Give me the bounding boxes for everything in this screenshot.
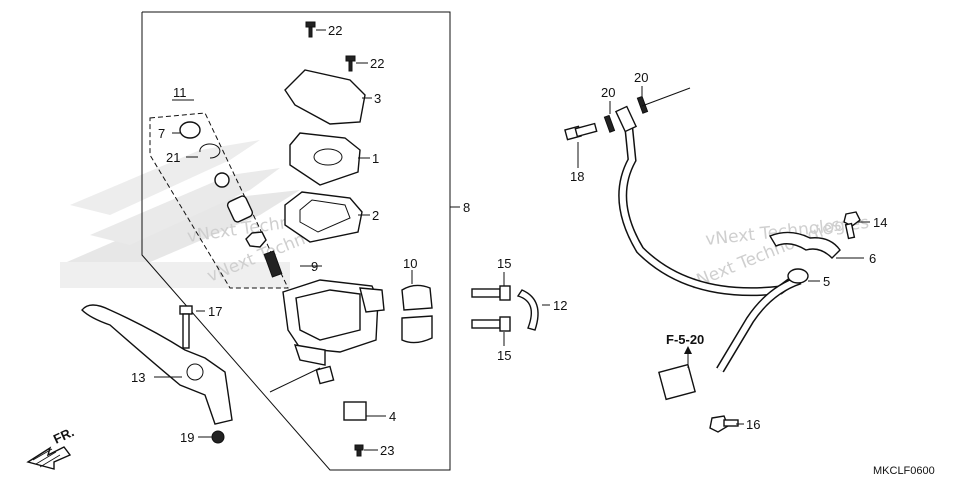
diaphragm-hole <box>313 148 343 166</box>
hose-fitting-bottom <box>658 363 696 401</box>
callout-21: 21 <box>166 150 180 165</box>
washer <box>214 172 230 188</box>
washer-20-b <box>636 95 649 114</box>
callout-2: 2 <box>372 208 379 223</box>
callout-16: 16 <box>746 417 760 432</box>
callout-11: 11 <box>173 85 187 100</box>
assembly-frame-11 <box>149 112 289 289</box>
circlip-21 <box>199 143 221 159</box>
callout-22-second: 22 <box>370 56 384 71</box>
bolt-17 <box>179 305 193 349</box>
nut <box>245 231 267 248</box>
nut-19 <box>211 430 225 444</box>
callout-22-top: 22 <box>328 23 342 38</box>
banjo-bolt-18 <box>564 122 598 141</box>
callout-15-upper: 15 <box>497 256 511 271</box>
screw-22-top <box>305 21 316 38</box>
stop-switch-4 <box>343 401 367 421</box>
callout-23: 23 <box>380 443 394 458</box>
callout-1: 1 <box>372 151 379 166</box>
reference-label: F-5-20 <box>666 332 704 347</box>
holder-10 <box>401 284 433 344</box>
bolt-14 <box>843 211 861 240</box>
callout-9: 9 <box>311 259 318 274</box>
callout-8: 8 <box>463 200 470 215</box>
screw-22-second <box>345 55 356 72</box>
brake-hose-5-inner <box>619 119 802 295</box>
piston <box>226 195 254 223</box>
bolt-15-lower <box>471 316 511 332</box>
washer-20-a <box>603 114 616 133</box>
hose-fitting-top <box>614 105 638 133</box>
callout-14: 14 <box>873 215 887 230</box>
front-direction-arrow: FR. <box>26 424 76 470</box>
cup-7 <box>179 121 201 139</box>
leader-lines <box>154 29 870 451</box>
assembly-frame-8 <box>141 11 451 471</box>
clip-6 <box>768 231 841 259</box>
callout-13: 13 <box>131 370 145 385</box>
lever-13 <box>81 304 233 425</box>
callouts: 22 22 3 1 2 8 11 7 21 9 10 15 15 12 17 1… <box>131 23 887 458</box>
screw-23 <box>354 444 364 457</box>
pad-12 <box>516 289 539 331</box>
callout-5: 5 <box>823 274 830 289</box>
callout-19: 19 <box>180 430 194 445</box>
bolt-15-upper <box>471 285 511 301</box>
callout-20-left: 20 <box>601 85 615 100</box>
bolt-16 <box>709 415 739 433</box>
lever-pivot <box>186 363 204 381</box>
callout-10: 10 <box>403 256 417 271</box>
hose-grommet <box>787 268 809 284</box>
callout-18: 18 <box>570 169 584 184</box>
callout-7: 7 <box>158 126 165 141</box>
callout-3: 3 <box>374 91 381 106</box>
catalog-code: MKCLF0600 <box>873 465 935 477</box>
diaphragm-2-inner <box>299 199 351 233</box>
master-cylinder-body <box>282 279 385 385</box>
callout-6: 6 <box>869 251 876 266</box>
callout-4: 4 <box>389 409 396 424</box>
front-label: FR. <box>51 424 76 446</box>
callout-20-right: 20 <box>634 70 648 85</box>
spring <box>263 250 283 278</box>
callout-17: 17 <box>208 304 222 319</box>
callout-15-lower: 15 <box>497 348 511 363</box>
callout-12: 12 <box>553 298 567 313</box>
reservoir-cap-3 <box>284 69 366 125</box>
reference-arrow-head <box>684 346 692 354</box>
